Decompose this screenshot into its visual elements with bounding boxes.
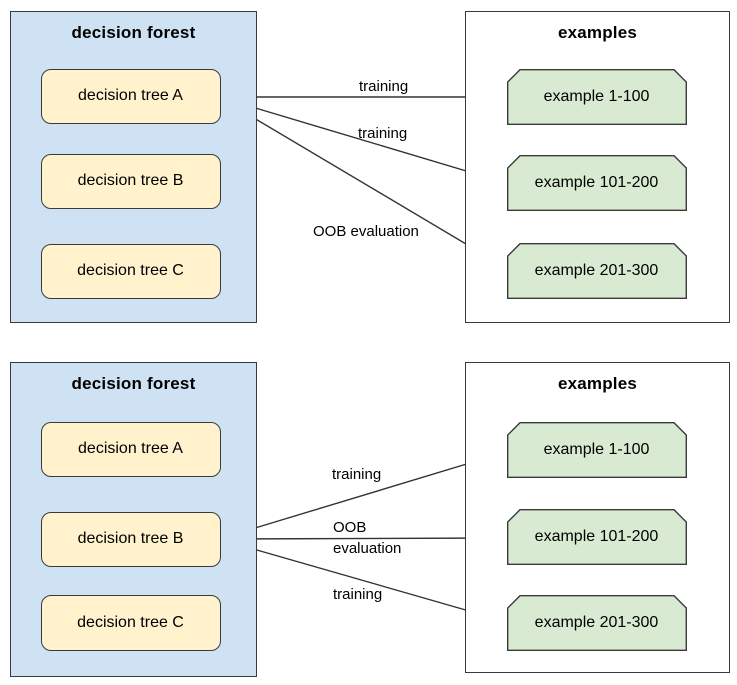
- bottom-example-card-3: example 201-300: [506, 594, 687, 651]
- card-shape: [506, 594, 687, 651]
- bottom-tree-node-a: decision tree A: [40, 421, 221, 477]
- top-tree-node-a-label: decision tree A: [78, 87, 183, 104]
- bottom-forest-container: decision forest decision tree A decision…: [10, 362, 257, 677]
- top-tree-node-b: decision tree B: [40, 153, 221, 209]
- bottom-tree-node-b: decision tree B: [40, 511, 221, 567]
- bottom-arrow-label-training-2: training: [333, 586, 383, 603]
- bottom-example-card-2-label: example 101-200: [534, 527, 659, 545]
- card-shape: [506, 68, 687, 125]
- bottom-tree-node-a-label: decision tree A: [78, 440, 183, 457]
- top-forest-title: decision forest: [71, 23, 196, 42]
- bottom-arrow-label-training-1: training: [332, 466, 382, 483]
- top-example-card-2: example 101-200: [506, 154, 687, 211]
- card-shape: [506, 421, 687, 478]
- top-tree-node-a: decision tree A: [40, 68, 221, 124]
- bottom-example-card-1-label: example 1-100: [543, 440, 650, 458]
- top-examples-title: examples: [557, 23, 638, 42]
- bottom-example-card-2: example 101-200: [506, 508, 687, 565]
- bottom-forest-title: decision forest: [71, 374, 196, 393]
- top-tree-node-c-label: decision tree C: [77, 262, 184, 279]
- top-arrow-label-training-2: training: [358, 125, 408, 142]
- card-shape: [506, 508, 687, 565]
- top-example-card-1: example 1-100: [506, 68, 687, 125]
- top-arrow-label-oob: OOB evaluation: [313, 223, 419, 240]
- card-shape: [506, 154, 687, 211]
- top-arrow-label-training-1: training: [359, 78, 409, 95]
- bottom-example-card-1: example 1-100: [506, 421, 687, 478]
- bottom-tree-node-c: decision tree C: [40, 594, 221, 651]
- top-example-card-2-label: example 101-200: [534, 173, 659, 191]
- bottom-examples-container: examples example 1-100 example 101-200 e…: [465, 362, 730, 673]
- top-examples-container: examples example 1-100 example 101-200 e…: [465, 11, 730, 323]
- bottom-arrow-label-oob: OOB evaluation: [333, 519, 402, 557]
- top-forest-container: decision forest decision tree A decision…: [10, 11, 257, 323]
- bottom-example-card-3-label: example 201-300: [534, 613, 659, 631]
- bottom-tree-node-b-label: decision tree B: [77, 530, 184, 547]
- top-tree-node-c: decision tree C: [40, 243, 221, 299]
- bottom-tree-node-c-label: decision tree C: [77, 613, 184, 631]
- card-shape: [506, 242, 687, 299]
- top-example-card-1-label: example 1-100: [543, 87, 650, 105]
- top-example-card-3-label: example 201-300: [534, 261, 659, 279]
- bottom-examples-title: examples: [557, 374, 638, 393]
- top-example-card-3: example 201-300: [506, 242, 687, 299]
- top-tree-node-b-label: decision tree B: [77, 172, 184, 189]
